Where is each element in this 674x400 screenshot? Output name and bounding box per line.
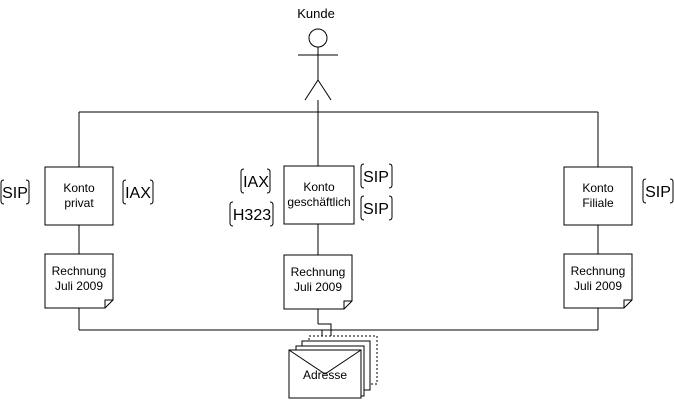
actor-kunde: Kunde bbox=[297, 6, 338, 101]
account-filiale: Konto Filiale bbox=[563, 166, 633, 226]
invoice-privat: Rechnung Juli 2009 bbox=[44, 253, 114, 309]
protocol-tag-privat-right: IAX bbox=[122, 179, 154, 205]
account-box-filiale bbox=[563, 166, 633, 226]
account-privat: Konto privat bbox=[44, 166, 114, 226]
account-box-geschaeftlich bbox=[283, 165, 355, 225]
invoice-filiale: Rechnung Juli 2009 bbox=[563, 253, 633, 309]
account-geschaeftlich: Konto geschäftlich bbox=[283, 165, 355, 225]
protocol-tag-privat-left: SIP bbox=[0, 179, 30, 205]
bracket-left bbox=[360, 163, 365, 189]
address-envelope: Adresse bbox=[288, 335, 378, 399]
account-privat-line1: Konto bbox=[63, 181, 95, 195]
protocol-label: IAX bbox=[125, 185, 151, 202]
envelope-flap bbox=[288, 349, 362, 375]
protocol-tag-geschaeft-right-top: SIP bbox=[360, 163, 393, 189]
bracket-right bbox=[269, 201, 274, 227]
protocol-tag-filiale-right: SIP bbox=[642, 178, 674, 204]
account-filiale-line1: Konto bbox=[582, 181, 614, 195]
invoice-privat-line1: Rechnung bbox=[52, 264, 107, 278]
protocol-tag-geschaeft-left-bottom: H323 bbox=[229, 201, 274, 227]
actor-leg-left bbox=[304, 79, 319, 101]
invoice-privat-fold bbox=[104, 299, 113, 308]
bracket-left bbox=[0, 179, 5, 205]
bracket-left bbox=[240, 168, 245, 194]
envelope-label: Adresse bbox=[303, 368, 347, 382]
actor-head bbox=[308, 28, 328, 48]
protocol-label: SIP bbox=[363, 201, 389, 218]
actor-leg-right bbox=[317, 79, 332, 101]
account-privat-line2: privat bbox=[64, 196, 94, 210]
invoice-filiale-document bbox=[563, 253, 633, 309]
invoice-geschaeft-line2: Juli 2009 bbox=[294, 280, 342, 294]
account-geschaeft-line2: geschäftlich bbox=[287, 195, 350, 209]
bracket-right bbox=[266, 168, 271, 194]
invoice-filiale-line2: Juli 2009 bbox=[574, 279, 622, 293]
invoice-filiale-line1: Rechnung bbox=[571, 264, 626, 278]
invoice-geschaeft-line1: Rechnung bbox=[291, 265, 346, 279]
bracket-left bbox=[229, 201, 234, 227]
bracket-right bbox=[669, 178, 674, 204]
protocol-label: SIP bbox=[645, 184, 671, 201]
invoice-privat-document bbox=[44, 253, 114, 309]
protocol-label: SIP bbox=[2, 185, 28, 202]
bracket-right bbox=[25, 179, 30, 205]
protocol-label: SIP bbox=[363, 169, 389, 186]
protocol-label: IAX bbox=[243, 174, 269, 191]
invoice-geschaeftlich: Rechnung Juli 2009 bbox=[283, 254, 353, 310]
bracket-right bbox=[388, 163, 393, 189]
protocol-label: H323 bbox=[233, 207, 271, 224]
actor-label: Kunde bbox=[297, 6, 335, 21]
bracket-left bbox=[122, 179, 127, 205]
protocol-tag-geschaeft-right-bottom: SIP bbox=[360, 195, 393, 221]
protocol-tag-geschaeft-left-top: IAX bbox=[240, 168, 271, 194]
invoice-privat-line2: Juli 2009 bbox=[55, 279, 103, 293]
invoice-geschaeft-document bbox=[283, 254, 353, 310]
bracket-right bbox=[388, 195, 393, 221]
account-box-privat bbox=[44, 166, 114, 226]
account-filiale-line2: Filiale bbox=[582, 196, 614, 210]
bracket-right bbox=[149, 179, 154, 205]
invoice-geschaeft-fold bbox=[343, 300, 352, 309]
account-geschaeft-line1: Konto bbox=[303, 180, 335, 194]
invoice-filiale-fold bbox=[623, 299, 632, 308]
bracket-left bbox=[642, 178, 647, 204]
bracket-left bbox=[360, 195, 365, 221]
